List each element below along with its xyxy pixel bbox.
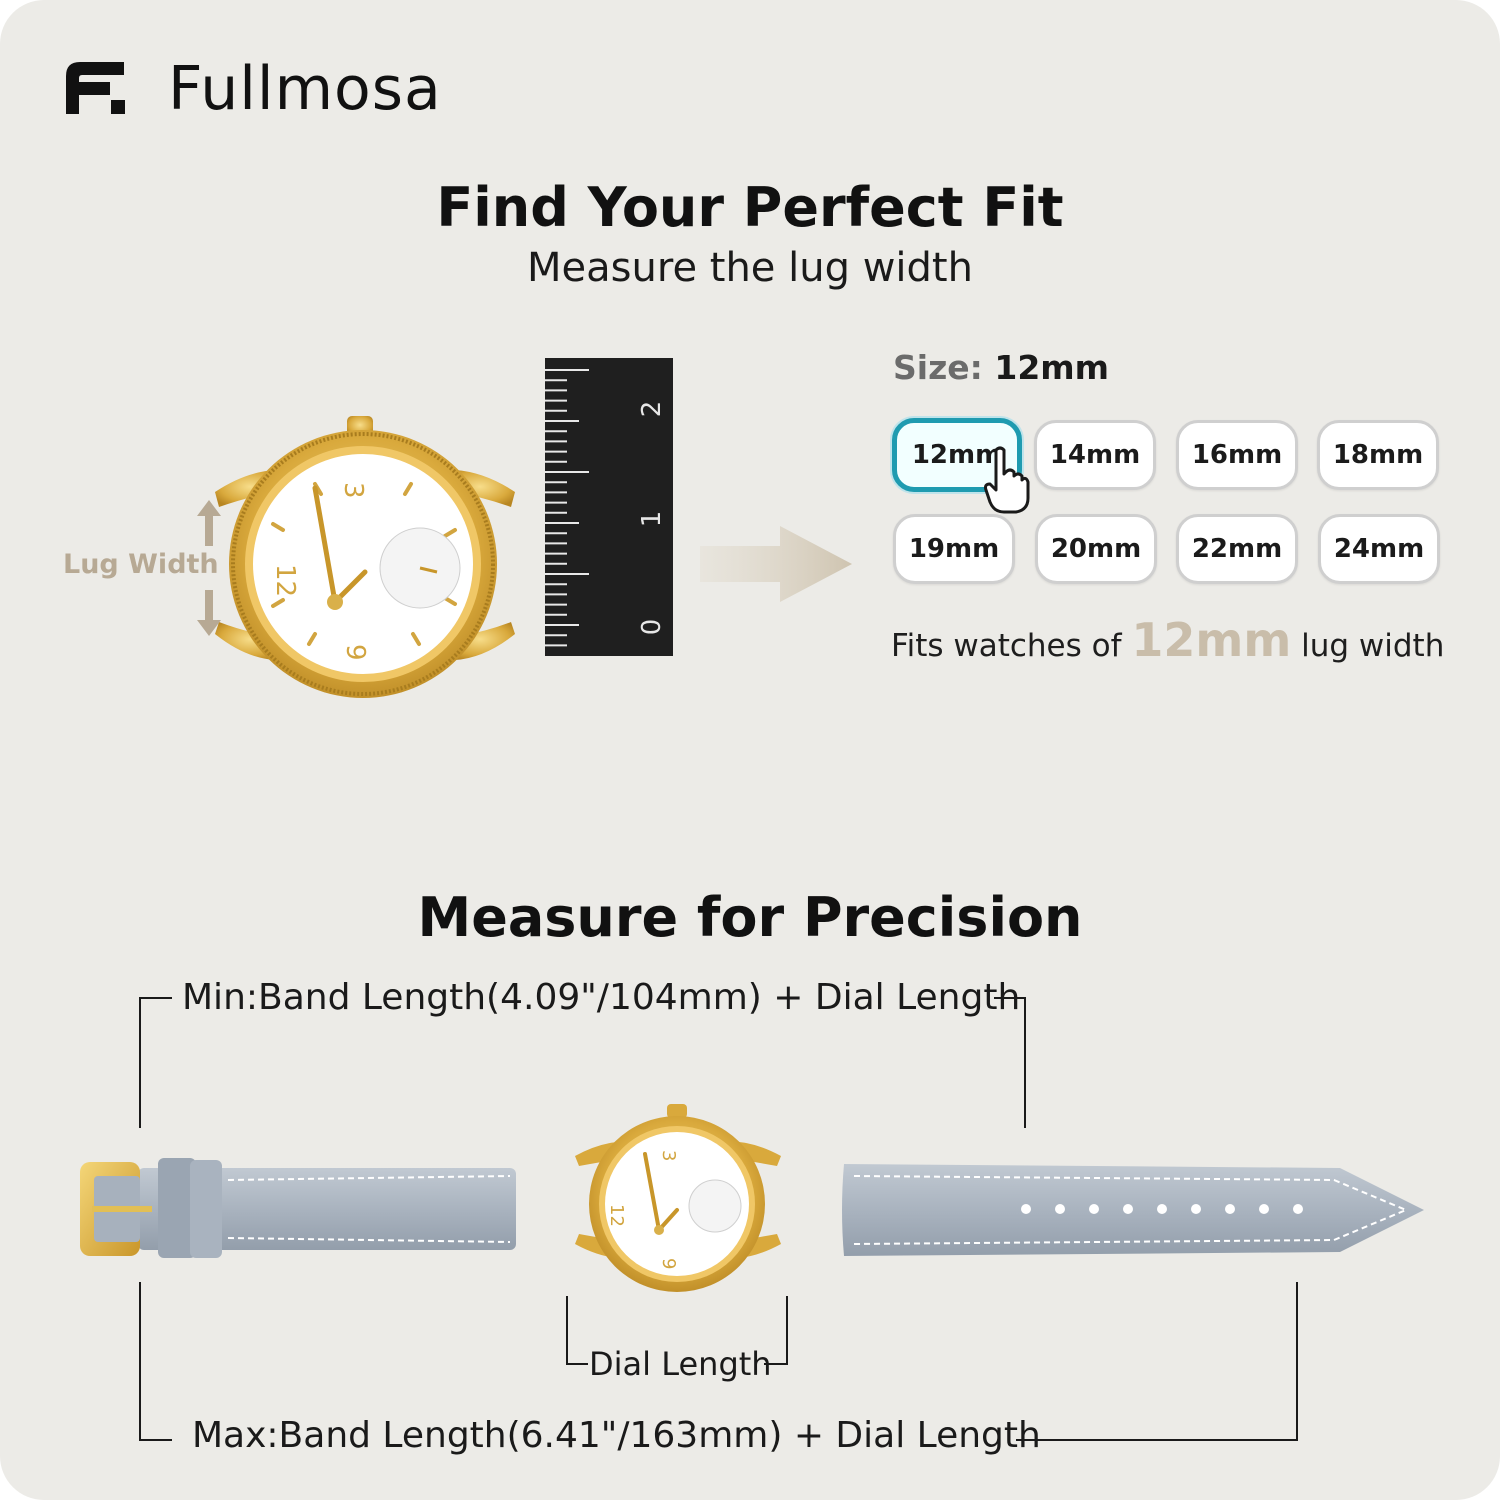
- size-value: 12mm: [994, 348, 1110, 387]
- watch-illustration: 3 12 9: [215, 416, 515, 698]
- svg-text:3: 3: [658, 1150, 679, 1161]
- lug-width-label: Lug Width: [63, 549, 219, 580]
- strap-tail-piece: [842, 1164, 1424, 1256]
- ruler-mark-0: 0: [637, 618, 667, 636]
- ruler-mark-2: 2: [637, 400, 667, 418]
- size-option-24mm[interactable]: 24mm: [1318, 514, 1440, 584]
- fits-prefix: Fits watches of: [891, 628, 1122, 664]
- size-label: Size: 12mm: [893, 348, 1109, 388]
- brand-name: Fullmosa: [168, 54, 442, 124]
- hand-pointer-icon: [984, 446, 1030, 514]
- ruler-mark-1: 1: [637, 510, 667, 528]
- fullmosa-logo-icon: [66, 62, 125, 114]
- svg-text:12: 12: [606, 1204, 627, 1227]
- svg-text:3: 3: [338, 482, 368, 499]
- size-option-22mm[interactable]: 22mm: [1176, 514, 1298, 584]
- precision-title: Measure for Precision: [417, 886, 1083, 949]
- size-option-19mm[interactable]: 19mm: [893, 514, 1015, 584]
- lug-width-arrows-icon: [197, 500, 221, 636]
- fit-title: Find Your Perfect Fit: [436, 176, 1064, 239]
- ruler-illustration: [545, 358, 673, 656]
- svg-text:9: 9: [340, 644, 370, 661]
- dial-length-label: Dial Length: [589, 1345, 772, 1383]
- svg-text:12: 12: [270, 564, 300, 597]
- size-label-text: Size:: [893, 348, 983, 387]
- fit-subtitle: Measure the lug width: [527, 245, 973, 291]
- fits-size: 12mm: [1131, 613, 1292, 667]
- svg-text:9: 9: [658, 1258, 679, 1269]
- size-option-18mm[interactable]: 18mm: [1317, 420, 1439, 490]
- fits-description: Fits watches of 12mm lug width: [891, 614, 1444, 672]
- max-length-text: Max:Band Length(6.41"/163mm) + Dial Leng…: [192, 1415, 1041, 1456]
- fits-suffix: lug width: [1301, 628, 1445, 664]
- arrow-right-icon: [700, 526, 852, 602]
- min-length-text: Min:Band Length(4.09"/104mm) + Dial Leng…: [182, 977, 1021, 1018]
- size-option-16mm[interactable]: 16mm: [1176, 420, 1298, 490]
- size-option-14mm[interactable]: 14mm: [1034, 420, 1156, 490]
- size-option-20mm[interactable]: 20mm: [1035, 514, 1157, 584]
- strap-buckle-piece: [80, 1158, 516, 1258]
- watch-small-illustration: 3 12 9: [575, 1104, 781, 1292]
